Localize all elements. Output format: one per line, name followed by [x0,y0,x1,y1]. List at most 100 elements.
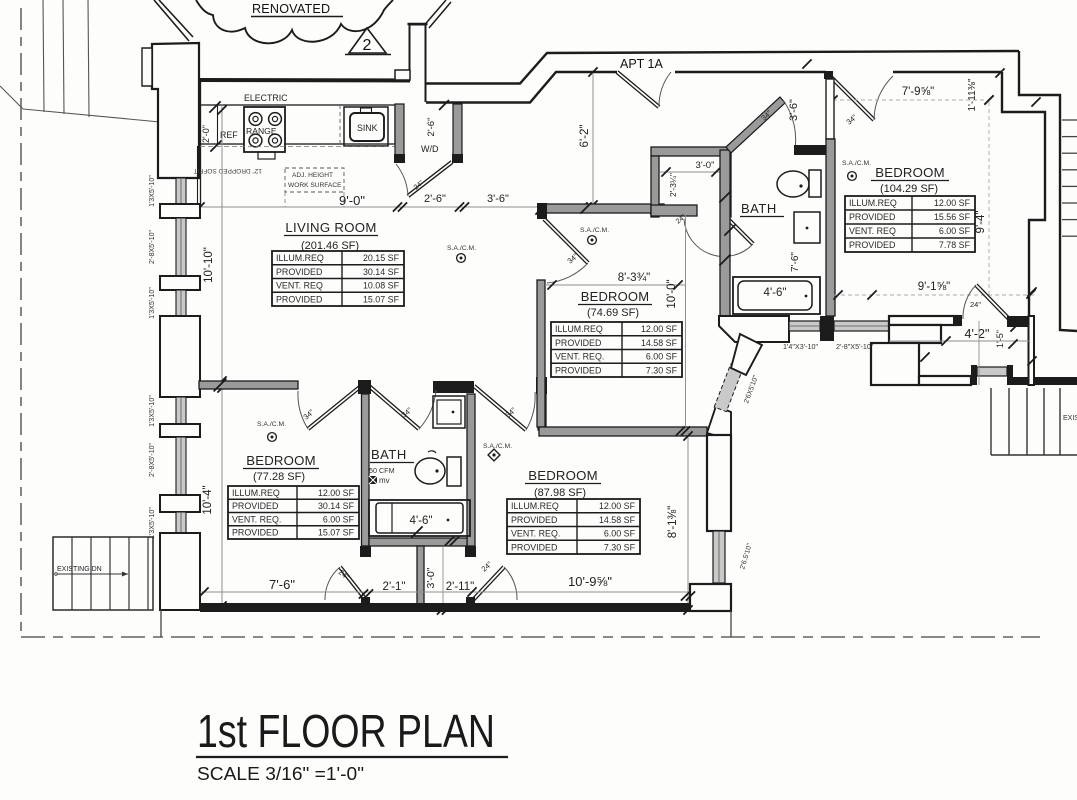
svg-text:PROVIDED: PROVIDED [511,515,557,525]
svg-text:24": 24" [970,300,981,309]
svg-text:2'-8X5'-10": 2'-8X5'-10" [149,443,156,477]
svg-text:1'-11⅜": 1'-11⅜" [967,78,978,112]
svg-text:12.00 SF: 12.00 SF [318,488,355,498]
svg-text:mv: mv [379,476,390,485]
svg-text:PROVIDED: PROVIDED [849,240,895,250]
svg-text:10'-9⅝": 10'-9⅝" [568,574,612,589]
svg-text:4'-6": 4'-6" [410,515,433,527]
svg-text:BEDROOM: BEDROOM [528,468,598,483]
svg-text:12" DROPPED SOFFIT: 12" DROPPED SOFFIT [194,167,262,174]
svg-text:3'-0": 3'-0" [425,567,437,588]
svg-text:4'-2": 4'-2" [965,327,990,341]
svg-text:ILLUM.REQ: ILLUM.REQ [555,324,603,334]
svg-text:2'-0": 2'-0" [201,125,211,143]
svg-text:ILLUM.REQ: ILLUM.REQ [276,253,324,263]
svg-text:RANGE: RANGE [246,126,277,136]
svg-text:2'-1": 2'-1" [383,581,406,593]
svg-text:S.A./C.M.: S.A./C.M. [257,421,286,428]
svg-text:2'-11": 2'-11" [446,581,474,593]
svg-text:10'-4": 10'-4" [202,485,214,514]
svg-text:BEDROOM: BEDROOM [246,453,316,468]
svg-text:(74.69 SF): (74.69 SF) [587,307,639,319]
svg-text:(201.46 SF): (201.46 SF) [301,240,359,252]
svg-text:1'-5": 1'-5" [995,330,1005,348]
svg-text:2'-6": 2'-6" [426,118,437,137]
svg-text:20.15 SF: 20.15 SF [363,253,400,263]
svg-text:S.A./C.M.: S.A./C.M. [580,227,609,234]
svg-text:LIVING ROOM: LIVING ROOM [285,220,376,235]
svg-text:3'-6": 3'-6" [788,99,800,121]
svg-text:8'-1⅜": 8'-1⅜" [667,506,679,539]
svg-text:PROVIDED: PROVIDED [232,528,278,538]
svg-text:7'-6": 7'-6" [269,577,295,592]
svg-text:8'-3¾": 8'-3¾" [618,272,651,284]
svg-text:PROVIDED: PROVIDED [849,212,895,222]
svg-text:15.07 SF: 15.07 SF [363,294,400,304]
svg-text:14.58 SF: 14.58 SF [599,515,636,525]
svg-text:14.58 SF: 14.58 SF [641,338,678,348]
svg-text:REF: REF [220,130,238,140]
svg-text:PROVIDED: PROVIDED [555,365,601,375]
svg-text:(104.29 SF): (104.29 SF) [880,183,938,195]
svg-text:RENOVATED: RENOVATED [252,2,330,16]
svg-text:PROVIDED: PROVIDED [555,338,601,348]
svg-text:1'3X5'-10": 1'3X5'-10" [149,287,156,319]
svg-text:3'-0": 3'-0" [696,160,715,171]
svg-text:BATH: BATH [371,447,407,462]
svg-text:VENT. REQ.: VENT. REQ. [232,514,281,524]
svg-text:1'4"X3'-10": 1'4"X3'-10" [783,342,818,351]
svg-text:30.14 SF: 30.14 SF [363,267,400,277]
svg-text:7.78 SF: 7.78 SF [939,240,971,250]
svg-text:7.30 SF: 7.30 SF [646,365,678,375]
svg-text:6'-2": 6'-2" [579,125,591,148]
svg-text:12.00 SF: 12.00 SF [934,198,971,208]
svg-text:S.A./C.M.: S.A./C.M. [483,443,512,450]
svg-text:BEDROOM: BEDROOM [875,165,945,180]
svg-text:PROVIDED: PROVIDED [276,267,322,277]
svg-text:12.00 SF: 12.00 SF [599,501,636,511]
svg-text:(87.98 SF): (87.98 SF) [534,487,586,499]
svg-text:4'-6": 4'-6" [764,287,787,299]
svg-text:ILLUM.REQ: ILLUM.REQ [849,198,897,208]
svg-text:ADJ. HEIGHT: ADJ. HEIGHT [292,172,333,179]
svg-text:ILLUM.REQ: ILLUM.REQ [511,501,559,511]
svg-text:2'-8"X5'-10": 2'-8"X5'-10" [836,342,874,351]
svg-text:7'-6": 7'-6" [790,252,801,272]
svg-text:12.00 SF: 12.00 SF [641,324,678,334]
svg-text:1'3X5'-10": 1'3X5'-10" [149,507,156,539]
svg-text:2: 2 [363,37,372,54]
svg-text:2'-8X5'-10": 2'-8X5'-10" [149,230,156,264]
svg-text:BEDROOM: BEDROOM [581,289,650,304]
svg-text:9'-0": 9'-0" [339,193,365,208]
svg-text:VENT. REQ.: VENT. REQ. [511,529,560,539]
svg-text:1'3X5'-10": 1'3X5'-10" [149,395,156,427]
svg-text:EXIS: EXIS [1063,415,1077,422]
svg-text:15.07 SF: 15.07 SF [318,528,355,538]
svg-text:7.30 SF: 7.30 SF [604,542,636,552]
svg-text:SINK: SINK [357,123,378,133]
svg-text:30.14 SF: 30.14 SF [318,501,355,511]
svg-text:PROVIDED: PROVIDED [276,294,322,304]
svg-text:PROVIDED: PROVIDED [511,542,557,552]
svg-text:BATH: BATH [741,201,777,216]
svg-text:(77.28 SF): (77.28 SF) [253,471,305,483]
svg-text:VENT. REQ: VENT. REQ [849,226,896,236]
svg-text:ELECTRIC: ELECTRIC [244,93,288,103]
svg-text:2'-6": 2'-6" [424,193,446,205]
svg-text:10.08 SF: 10.08 SF [363,281,400,291]
svg-text:WORK SURFACE: WORK SURFACE [288,182,342,189]
svg-text:EXISTING DN: EXISTING DN [57,566,102,573]
svg-text:W/D: W/D [421,144,439,154]
svg-text:APT 1A: APT 1A [620,57,664,71]
svg-text:10'-10": 10'-10" [203,247,215,283]
svg-text:6.00 SF: 6.00 SF [604,529,636,539]
svg-text:9'-4": 9'-4" [975,211,987,234]
svg-text:50 CFM: 50 CFM [369,466,395,475]
svg-text:VENT. REQ: VENT. REQ [276,281,323,291]
svg-text:S.A./C.M.: S.A./C.M. [842,160,871,167]
svg-text:6.00 SF: 6.00 SF [323,514,355,524]
svg-text:SCALE 3/16" =1'-0": SCALE 3/16" =1'-0" [197,764,364,784]
svg-text:6.00 SF: 6.00 SF [646,352,678,362]
svg-text:6.00 SF: 6.00 SF [939,226,971,236]
svg-text:9'-1⅝": 9'-1⅝" [918,281,951,293]
